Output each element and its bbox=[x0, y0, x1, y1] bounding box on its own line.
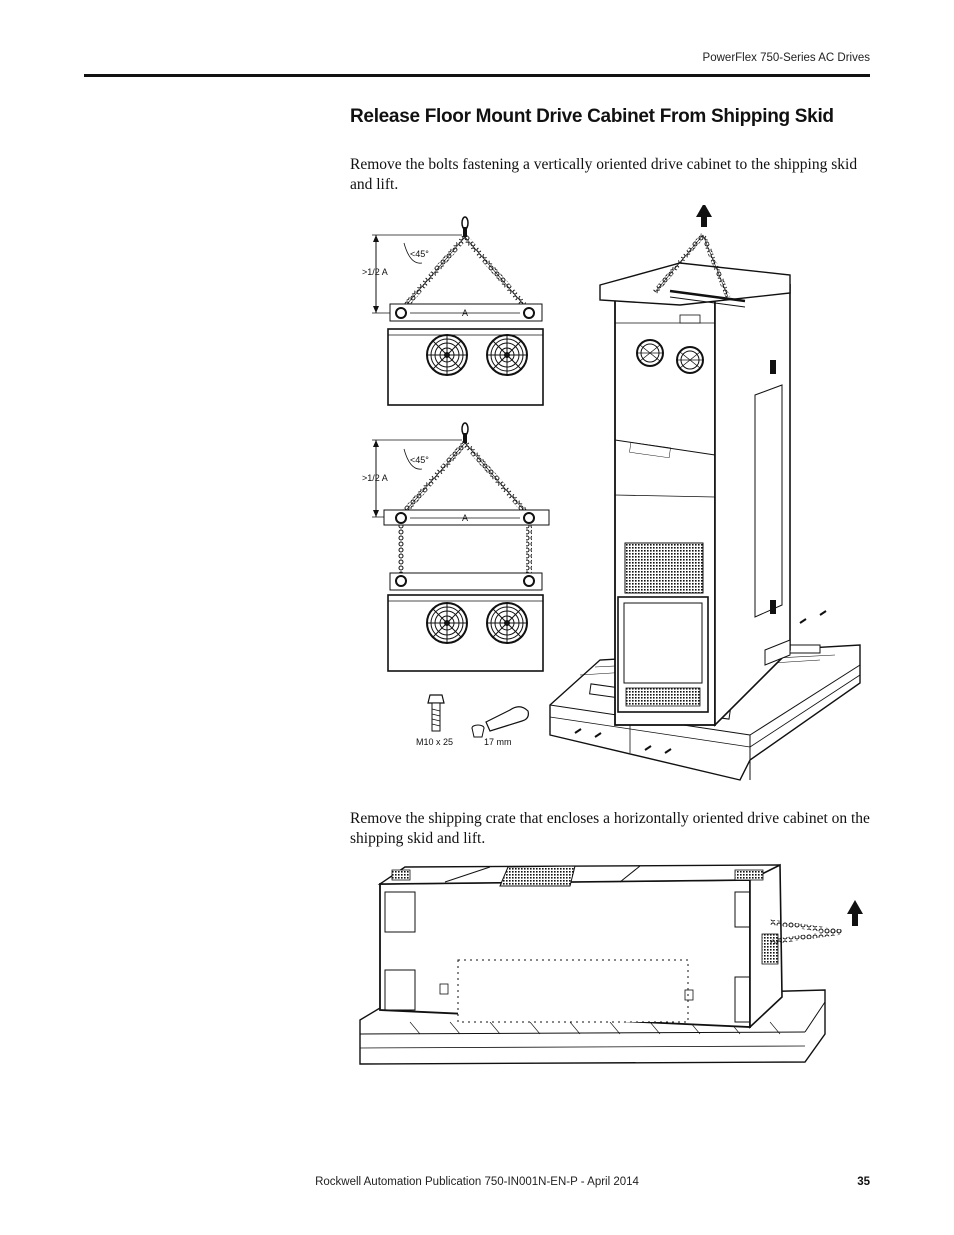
header-rule bbox=[84, 74, 870, 77]
angle-label-top: <45° bbox=[410, 249, 429, 259]
vertical-cabinet-lift-figure: >1/2 A <45° A >1/2 A <45° bbox=[362, 205, 861, 781]
wrench-size-label: 17 mm bbox=[484, 737, 512, 747]
lift-arrow-icon bbox=[696, 205, 712, 227]
bolt-size-label: M10 x 25 bbox=[416, 737, 453, 747]
paragraph-vertical-cabinet: Remove the bolts fastening a vertically … bbox=[350, 156, 858, 193]
lift-detail-top: >1/2 A <45° A bbox=[362, 216, 544, 406]
publication-footer: Rockwell Automation Publication 750-IN00… bbox=[315, 1176, 639, 1188]
angle-label-bottom: <45° bbox=[410, 455, 429, 465]
page-number: 35 bbox=[857, 1176, 870, 1188]
height-label-bottom: >1/2 A bbox=[362, 473, 388, 483]
running-header: PowerFlex 750-Series AC Drives bbox=[702, 52, 870, 64]
span-label-top: A bbox=[462, 308, 468, 318]
section-title: Release Floor Mount Drive Cabinet From S… bbox=[350, 106, 834, 127]
lift-arrow-icon-horizontal bbox=[847, 900, 863, 926]
hardware-callouts: M10 x 25 17 mm bbox=[416, 694, 529, 747]
cabinet-on-skid-illustration bbox=[549, 205, 861, 781]
horizontal-cabinet-figure bbox=[359, 863, 863, 1065]
height-label-top: >1/2 A bbox=[362, 267, 388, 277]
lift-detail-bottom: >1/2 A <45° A bbox=[362, 422, 550, 672]
paragraph-horizontal-cabinet: Remove the shipping crate that encloses … bbox=[350, 810, 870, 847]
span-label-bottom: A bbox=[462, 513, 468, 523]
